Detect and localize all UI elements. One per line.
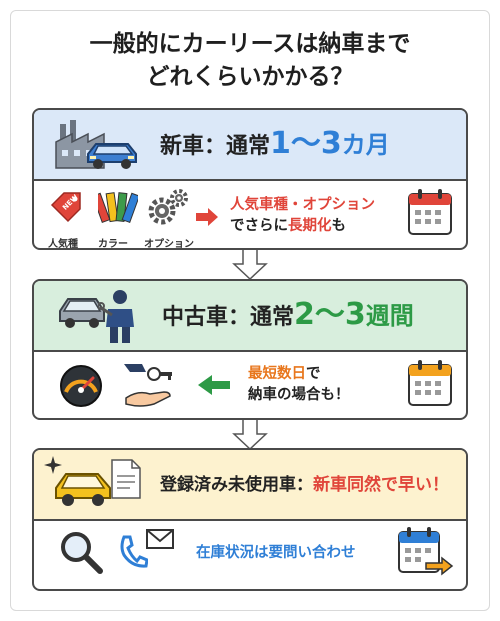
envelope-icon bbox=[146, 529, 174, 549]
unused-car-message: 在庫状況は要問い合わせ bbox=[196, 545, 356, 561]
unused-car-body: 在庫状況は要問い合わせ bbox=[34, 521, 466, 589]
unused-car-card: 登録済み未使用車：新車同然で早い！ 在庫状況は要問い合わせ bbox=[32, 448, 468, 591]
new-car-msg-plain2: も bbox=[331, 218, 347, 234]
unused-car-highlight: 新車同然で早い！ bbox=[313, 475, 449, 495]
used-car-period: 2〜3 bbox=[294, 297, 366, 332]
phone-icon bbox=[120, 535, 148, 568]
gear-icon bbox=[148, 189, 188, 225]
new-car-header: 新車：通常1〜3カ月 bbox=[34, 110, 466, 179]
new-car-unit: カ月 bbox=[341, 131, 390, 159]
used-car-message: 最短数日で 納車の場合も！ bbox=[248, 364, 350, 406]
used-car-msg-plain2: 納車の場合も！ bbox=[248, 387, 350, 403]
page-title: 一般的にカーリースは納車まで どれくらいかかる？ bbox=[0, 28, 500, 94]
price-tag-icon: NEW bbox=[50, 192, 81, 223]
used-car-msg-plain1: で bbox=[306, 366, 321, 382]
new-car-label: 新車 bbox=[160, 134, 205, 159]
used-car-title: 中古車：通常2〜3週間 bbox=[162, 295, 414, 338]
calendar-icon-used bbox=[408, 360, 452, 406]
down-arrow-icon bbox=[232, 250, 268, 280]
mechanic-icon bbox=[98, 290, 134, 343]
down-arrow-icon-2 bbox=[232, 420, 268, 450]
used-car-label: 中古車 bbox=[162, 305, 229, 330]
unused-car-label: 登録済み未使用車 bbox=[160, 475, 296, 495]
new-car-sep: ： bbox=[204, 134, 227, 159]
used-car-msg-orange: 最短数日 bbox=[248, 366, 306, 382]
car-icon bbox=[87, 143, 137, 169]
title-line-1: 一般的にカーリースは納車まで bbox=[89, 31, 411, 57]
calendar-icon bbox=[408, 189, 452, 235]
sparkle-icon bbox=[44, 456, 62, 474]
new-car-msg-plain1: でさらに bbox=[230, 218, 288, 234]
unused-car-sep: ： bbox=[296, 475, 313, 495]
new-car-divider bbox=[34, 179, 466, 181]
document-icon bbox=[111, 459, 141, 499]
unused-car-title: 登録済み未使用車：新車同然で早い！ bbox=[160, 472, 449, 498]
new-car-message: 人気車種・オプション でさらに長期化も bbox=[230, 195, 375, 237]
new-car-title: 新車：通常1〜3カ月 bbox=[160, 124, 390, 167]
used-car-header: 中古車：通常2〜3週間 bbox=[34, 281, 466, 350]
new-car-msg-red2: 長期化 bbox=[288, 218, 332, 234]
arrow-left-icon bbox=[198, 375, 230, 395]
used-car-usual: 通常 bbox=[250, 305, 295, 330]
new-car-usual: 通常 bbox=[226, 134, 271, 159]
used-car-body: 最短数日で 納車の場合も！ bbox=[34, 352, 466, 418]
tag-popular-caption: 人気種 bbox=[48, 239, 78, 250]
new-car-body: NEW 人気種 カラー オプション 人気車種・オプション でさらに長期化も bbox=[34, 181, 466, 248]
used-car-unit: 週間 bbox=[365, 302, 414, 330]
new-car-period: 1〜3 bbox=[270, 126, 342, 161]
title-line-2: どれくらいかかる？ bbox=[146, 64, 354, 90]
new-car-msg-red1: 人気車種・オプション bbox=[230, 197, 375, 213]
unused-car-divider bbox=[34, 519, 466, 521]
car-icon-unused bbox=[55, 473, 111, 506]
used-car-card: 中古車：通常2〜3週間 最短数日で 納車の場合も！ bbox=[32, 279, 468, 420]
key-handover-icon bbox=[124, 364, 172, 407]
car-icon-used bbox=[59, 298, 105, 328]
unused-car-header: 登録済み未使用車：新車同然で早い！ bbox=[34, 450, 466, 519]
search-icon bbox=[61, 532, 103, 574]
used-car-divider bbox=[34, 350, 466, 352]
calendar-arrow-icon bbox=[398, 527, 454, 576]
tag-color-caption: カラー bbox=[98, 239, 128, 250]
color-swatch-icon bbox=[98, 192, 138, 224]
speedometer-icon bbox=[60, 365, 102, 407]
new-car-card: 新車：通常1〜3カ月 NEW 人気種 カラー オプション bbox=[32, 108, 468, 250]
arrow-right-icon bbox=[196, 208, 218, 226]
tag-option-caption: オプション bbox=[144, 239, 194, 250]
used-car-sep: ： bbox=[228, 305, 251, 330]
